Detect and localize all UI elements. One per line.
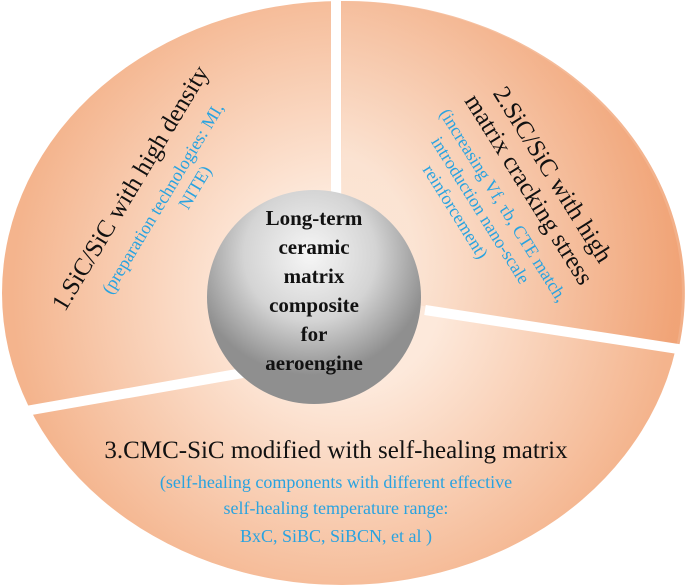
center-line-5: for <box>301 322 328 346</box>
center-line-4: composite <box>269 293 359 317</box>
divider-left <box>19 365 261 417</box>
center-line-6: aeroengine <box>265 351 363 375</box>
segment-2-area <box>342 0 685 347</box>
segment-3-title: 3.CMC-SiC modified with self-healing mat… <box>104 437 568 464</box>
segment-3-text: 3.CMC-SiC modified with self-healing mat… <box>104 437 568 547</box>
segment-2-text: 2.SiC/SiC with high matrix cracking stre… <box>418 82 618 306</box>
center-circle <box>207 190 421 404</box>
segment-3-detail-2: self-healing temperature range: <box>224 498 449 518</box>
center-label: Long-term ceramic matrix composite for a… <box>265 206 363 375</box>
divider-right <box>424 305 685 355</box>
segment-3-detail-3: BxC, SiBC, SiBCN, et al ) <box>240 526 432 547</box>
segment-3-detail-1: (self-healing components with different … <box>160 472 512 493</box>
segment-dividers <box>19 0 685 417</box>
center-line-2: ceramic <box>278 235 349 259</box>
center-line-3: matrix <box>284 264 345 288</box>
center-line-1: Long-term <box>266 206 363 230</box>
